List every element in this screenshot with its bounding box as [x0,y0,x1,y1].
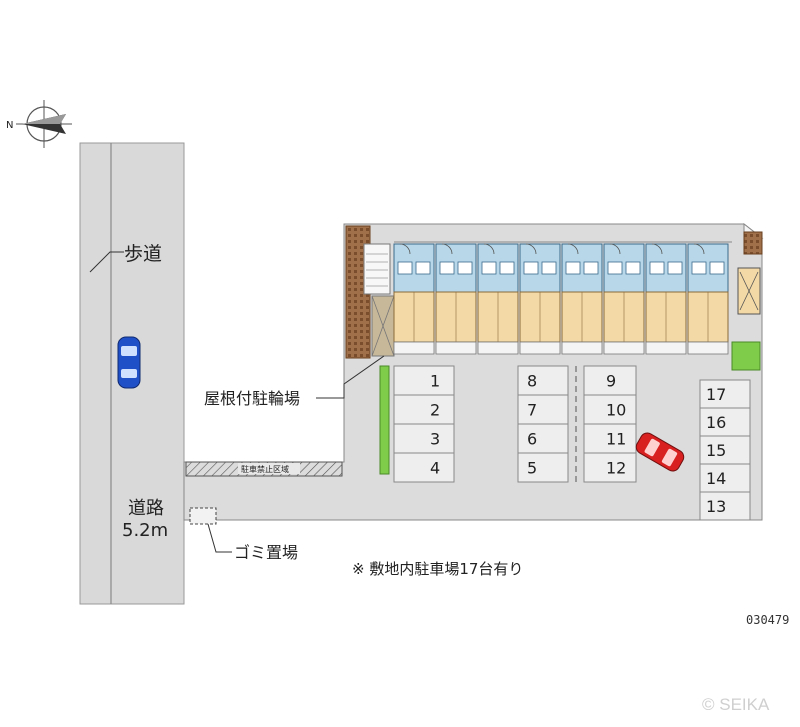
parking-space: 15 [699,435,751,465]
apartment-unit [561,243,603,355]
blue-car-icon [117,336,141,389]
parking-space-number: 12 [606,459,626,478]
parking-space-number: 4 [430,459,440,478]
garbage-area [189,507,217,525]
stairs [363,243,391,295]
bicycle-parking-label: 屋根付駐輪場 [204,389,300,408]
parking-space: 9 [583,365,637,396]
bicycle-parking-leader [316,355,385,399]
apartment-unit [687,243,729,355]
sidewalk-label: 歩道 [124,243,162,265]
parking-space-number: 9 [606,372,616,391]
apartment-unit [393,243,435,355]
parking-space-number: 11 [606,430,626,449]
road-label: 道路 [128,498,164,519]
north-label: N [6,120,13,131]
garbage-label: ゴミ置場 [234,543,298,562]
sidewalk-leader [89,251,124,273]
apartment-unit [435,243,477,355]
hedge-strip [379,365,390,475]
copyright-label: © SEIKA [702,695,770,714]
parking-space-number: 17 [706,385,726,404]
apartment-unit [603,243,645,355]
parking-space: 10 [583,394,637,425]
parking-space-number: 14 [706,469,726,488]
parking-space: 16 [699,407,751,437]
reference-code: 030479 [746,613,789,627]
parking-space: 11 [583,423,637,454]
parking-space: 7 [517,394,569,425]
parking-space: 8 [517,365,569,396]
parking-space: 13 [699,491,751,521]
parking-space-number: 3 [430,430,440,449]
parking-space: 14 [699,463,751,493]
garbage-leader [207,523,232,553]
parking-space-number: 6 [527,430,537,449]
parking-space-number: 10 [606,401,626,420]
compass-icon: N [6,100,72,148]
parking-space-number: 5 [527,459,537,478]
no-parking-label: 駐車禁止区域 [241,464,289,474]
parking-space: 2 [393,394,455,425]
road-width-label: 5.2m [122,520,168,541]
parking-space: 1 [393,365,455,396]
parking-space-number: 13 [706,497,726,516]
parking-note: ※ 敷地内駐車場17台有り [352,560,523,578]
apartment-unit [645,243,687,355]
parking-space-number: 1 [430,372,440,391]
parking-space: 4 [393,452,455,483]
green-area [731,341,761,371]
parking-space-number: 7 [527,401,537,420]
parking-space: 12 [583,452,637,483]
brick-wall-right [743,231,763,255]
parking-space: 17 [699,379,751,409]
parking-space: 5 [517,452,569,483]
parking-space-number: 15 [706,441,726,460]
apartment-unit [477,243,519,355]
parking-space-number: 8 [527,372,537,391]
parking-space-number: 16 [706,413,726,432]
apartment-units [393,243,729,355]
parking-space: 3 [393,423,455,454]
parking-space: 6 [517,423,569,454]
apartment-unit [519,243,561,355]
red-car-icon [635,432,685,472]
parking-space-number: 2 [430,401,440,420]
